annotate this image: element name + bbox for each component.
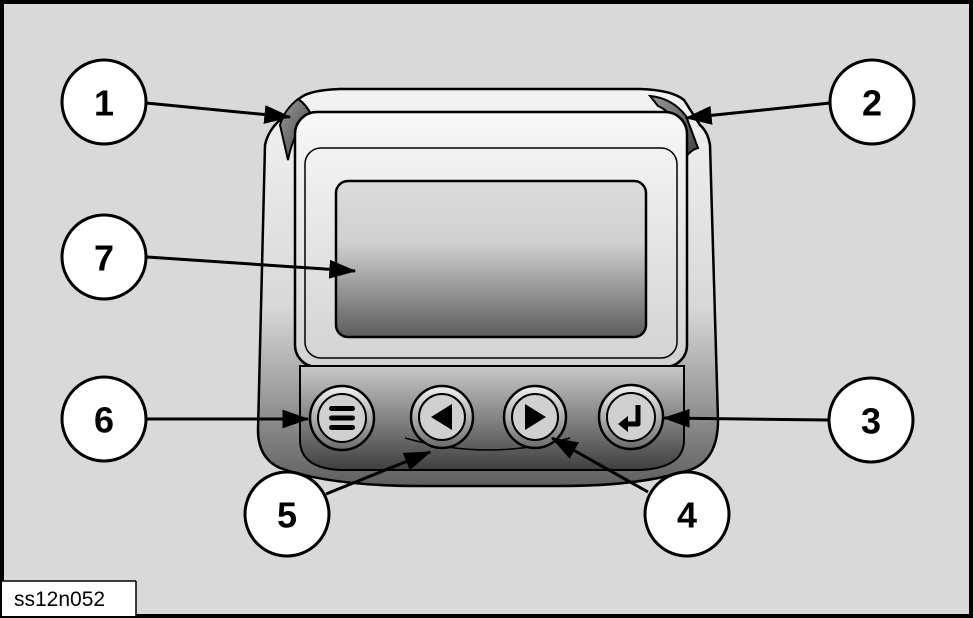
right-arrow-button[interactable] bbox=[502, 384, 568, 450]
enter-button[interactable] bbox=[597, 383, 665, 451]
left-arrow-button[interactable] bbox=[409, 384, 475, 450]
callout-2: 2 bbox=[828, 58, 916, 146]
device-housing bbox=[256, 87, 720, 488]
svg-text:4: 4 bbox=[677, 495, 697, 536]
enter-return-icon bbox=[618, 405, 641, 432]
leader-5 bbox=[325, 450, 432, 496]
callout-5: 5 bbox=[243, 470, 331, 558]
menu-icon bbox=[329, 406, 355, 430]
menu-button[interactable] bbox=[308, 384, 376, 452]
display-screen bbox=[334, 179, 648, 339]
callout-4: 4 bbox=[643, 470, 731, 558]
leader-7 bbox=[146, 255, 357, 279]
reference-code: ss12n052 bbox=[14, 588, 105, 611]
callout-6: 6 bbox=[60, 375, 148, 463]
leader-3 bbox=[662, 408, 829, 428]
callout-3: 3 bbox=[827, 376, 915, 464]
svg-text:5: 5 bbox=[277, 495, 297, 536]
screen-bezel-inner bbox=[304, 147, 678, 359]
svg-text:2: 2 bbox=[862, 83, 882, 124]
callout-1: 1 bbox=[60, 58, 148, 146]
button-panel bbox=[299, 365, 685, 471]
svg-text:3: 3 bbox=[861, 401, 881, 442]
arrow-left-icon bbox=[431, 404, 452, 430]
callout-7: 7 bbox=[60, 213, 148, 301]
callout-leaders bbox=[145, 101, 831, 496]
leader-1 bbox=[145, 101, 292, 124]
svg-text:6: 6 bbox=[94, 400, 114, 441]
leader-4 bbox=[550, 436, 649, 494]
leader-2 bbox=[684, 101, 831, 125]
arrow-right-icon bbox=[525, 404, 546, 430]
reference-code-box: ss12n052 bbox=[2, 580, 137, 616]
svg-text:7: 7 bbox=[94, 238, 114, 279]
svg-text:1: 1 bbox=[94, 83, 114, 124]
